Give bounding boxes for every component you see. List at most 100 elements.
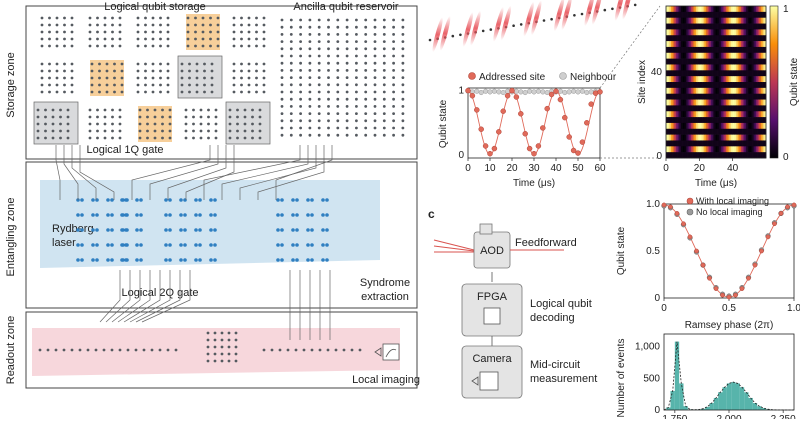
storage-atom (146, 109, 149, 112)
ancilla-atom (281, 33, 284, 36)
ancilla-atom (392, 47, 395, 50)
storage-atom (137, 31, 140, 34)
storage-atom (146, 116, 149, 119)
ancilla-atom (402, 33, 405, 36)
storage-atom (240, 77, 243, 80)
rydberg-pair-atom (295, 213, 299, 217)
ancilla-atom (355, 55, 358, 58)
storage-atom (119, 109, 122, 112)
rydberg-label-1: Rydberg (52, 223, 94, 235)
storage-atom (139, 123, 142, 126)
ancilla-atom (327, 47, 330, 50)
rydberg-pair-atom (95, 243, 99, 247)
rydberg-pair-atom (168, 228, 172, 232)
storage-atom (111, 17, 114, 20)
ancilla-atom (402, 119, 405, 122)
rydberg-pair-atom (80, 228, 84, 232)
readout-atom (71, 349, 74, 352)
addressed-point (532, 151, 537, 156)
ancilla-atom (355, 26, 358, 29)
ancilla-atom (336, 83, 339, 86)
neighbour-point (501, 90, 506, 95)
storage-atom (259, 130, 262, 133)
ancilla-atom (299, 119, 302, 122)
ancilla-atom (336, 91, 339, 94)
ancilla-atom (318, 127, 321, 130)
readout-atom (55, 349, 58, 352)
legend-with-imaging-marker (687, 198, 693, 204)
ancilla-atom (392, 112, 395, 115)
storage-atom (137, 45, 140, 48)
rydberg-pair-atom (213, 243, 217, 247)
readout-atom (159, 349, 162, 352)
ancilla-atom (383, 40, 386, 43)
storage-atom (71, 38, 74, 41)
neighbour-point (514, 89, 519, 94)
storage-atom (71, 91, 74, 94)
storage-atom (217, 45, 220, 48)
rydberg-pair-atom (106, 243, 110, 247)
rydberg-pair-atom (209, 243, 213, 247)
ancilla-atom (290, 55, 293, 58)
storage-atom (255, 24, 258, 27)
storage-atom (203, 91, 206, 94)
storage-atom (111, 123, 114, 126)
storage-atom (244, 123, 247, 126)
ancilla-atom (346, 55, 349, 58)
legend-neighbour-label: Neighbour (570, 72, 617, 83)
colorbar-tick-1: 1 (783, 4, 789, 15)
storage-atom (251, 137, 254, 140)
rydberg-pair-atom (135, 198, 139, 202)
chart3-ylabel: Qubit state (616, 226, 627, 275)
storage-atom (209, 31, 212, 34)
rydberg-pair-atom (91, 243, 95, 247)
with-imaging-point (766, 235, 770, 239)
storage-atom (111, 38, 114, 41)
storage-atom (56, 45, 59, 48)
chart1-xlabel: Time (μs) (513, 178, 555, 189)
storage-atom (106, 77, 109, 80)
ancilla-atom (374, 55, 377, 58)
storage-atom (169, 130, 172, 133)
chart4-ytick-label: 1,000 (635, 342, 660, 353)
storage-atom (159, 63, 162, 66)
storage-atom (207, 116, 210, 119)
storage-atom (233, 45, 236, 48)
rydberg-pair-atom (194, 213, 198, 217)
storage-atom (48, 70, 51, 73)
readout-atom (119, 349, 122, 352)
rydberg-pair-atom (80, 258, 84, 262)
storage-atom (196, 91, 199, 94)
storage-atom (71, 84, 74, 87)
storage-atom (111, 31, 114, 34)
storage-atom (146, 123, 149, 126)
rydberg-pair-atom (295, 198, 299, 202)
storage-atom (119, 24, 122, 27)
storage-atom (111, 116, 114, 119)
ancilla-atom (346, 40, 349, 43)
storage-atom (41, 70, 44, 73)
storage-atom (44, 116, 47, 119)
ancilla-atom (346, 98, 349, 101)
storage-atom (91, 77, 94, 80)
storage-zone-label: Storage zone (5, 52, 17, 117)
storage-atom (56, 70, 59, 73)
chart4-ytick-label: 0 (654, 405, 660, 416)
ancilla-atom (355, 98, 358, 101)
ancilla-atom (281, 69, 284, 72)
storage-atom (96, 137, 99, 140)
storage-atom (187, 45, 190, 48)
storage-atom (91, 91, 94, 94)
ancilla-atom (346, 134, 349, 137)
ancilla-atom (374, 26, 377, 29)
storage-atom (119, 38, 122, 41)
readout-atom (335, 349, 338, 352)
ancilla-atom (355, 62, 358, 65)
storage-atom (233, 31, 236, 34)
ancilla-atom (309, 105, 312, 108)
with-imaging-point (792, 203, 796, 207)
rydberg-pair-atom (135, 213, 139, 217)
storage-atom (111, 24, 114, 27)
heatmap-xtick-label: 40 (727, 163, 739, 174)
